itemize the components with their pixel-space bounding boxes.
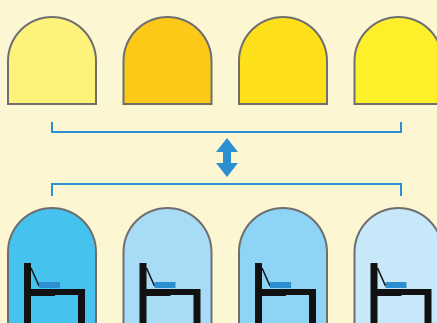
workstation-illustration <box>24 263 85 323</box>
device-cable <box>376 267 387 287</box>
bottom-arch-4 <box>353 207 437 323</box>
desk-top <box>43 289 85 295</box>
bottom-arch-1 <box>7 207 97 323</box>
bottom-arch-row <box>7 207 437 323</box>
upper-bracket <box>51 122 402 133</box>
chair-seat <box>24 289 55 296</box>
top-arch-1 <box>7 16 97 105</box>
bottom-arch-3 <box>238 207 328 323</box>
workstation-illustration <box>255 263 316 323</box>
device-cable <box>261 267 271 287</box>
desk-top <box>389 289 432 295</box>
chair-seat <box>370 289 402 296</box>
top-arch-4 <box>353 16 437 105</box>
chair-seat <box>139 289 171 296</box>
device-icon <box>154 282 176 288</box>
desk-top <box>158 289 201 295</box>
workstation-illustration <box>139 263 201 323</box>
desk-leg <box>78 289 85 323</box>
desk-top <box>274 289 316 295</box>
desk-leg <box>193 289 201 323</box>
bottom-arch-2 <box>122 207 213 323</box>
device-icon <box>270 282 291 288</box>
double-headed-vertical-arrow-icon <box>216 138 238 177</box>
top-arch-row <box>7 16 437 105</box>
device-cable <box>145 267 156 287</box>
device-icon <box>39 282 60 288</box>
workstation-illustration <box>370 263 432 323</box>
arrow-shape <box>216 138 238 177</box>
desk-leg <box>309 289 316 323</box>
chair-seat <box>255 289 286 296</box>
lower-bracket <box>51 183 402 196</box>
device-icon <box>385 282 407 288</box>
desk-leg <box>424 289 432 323</box>
device-cable <box>30 267 40 287</box>
top-arch-2 <box>122 16 213 105</box>
top-arch-3 <box>238 16 328 105</box>
